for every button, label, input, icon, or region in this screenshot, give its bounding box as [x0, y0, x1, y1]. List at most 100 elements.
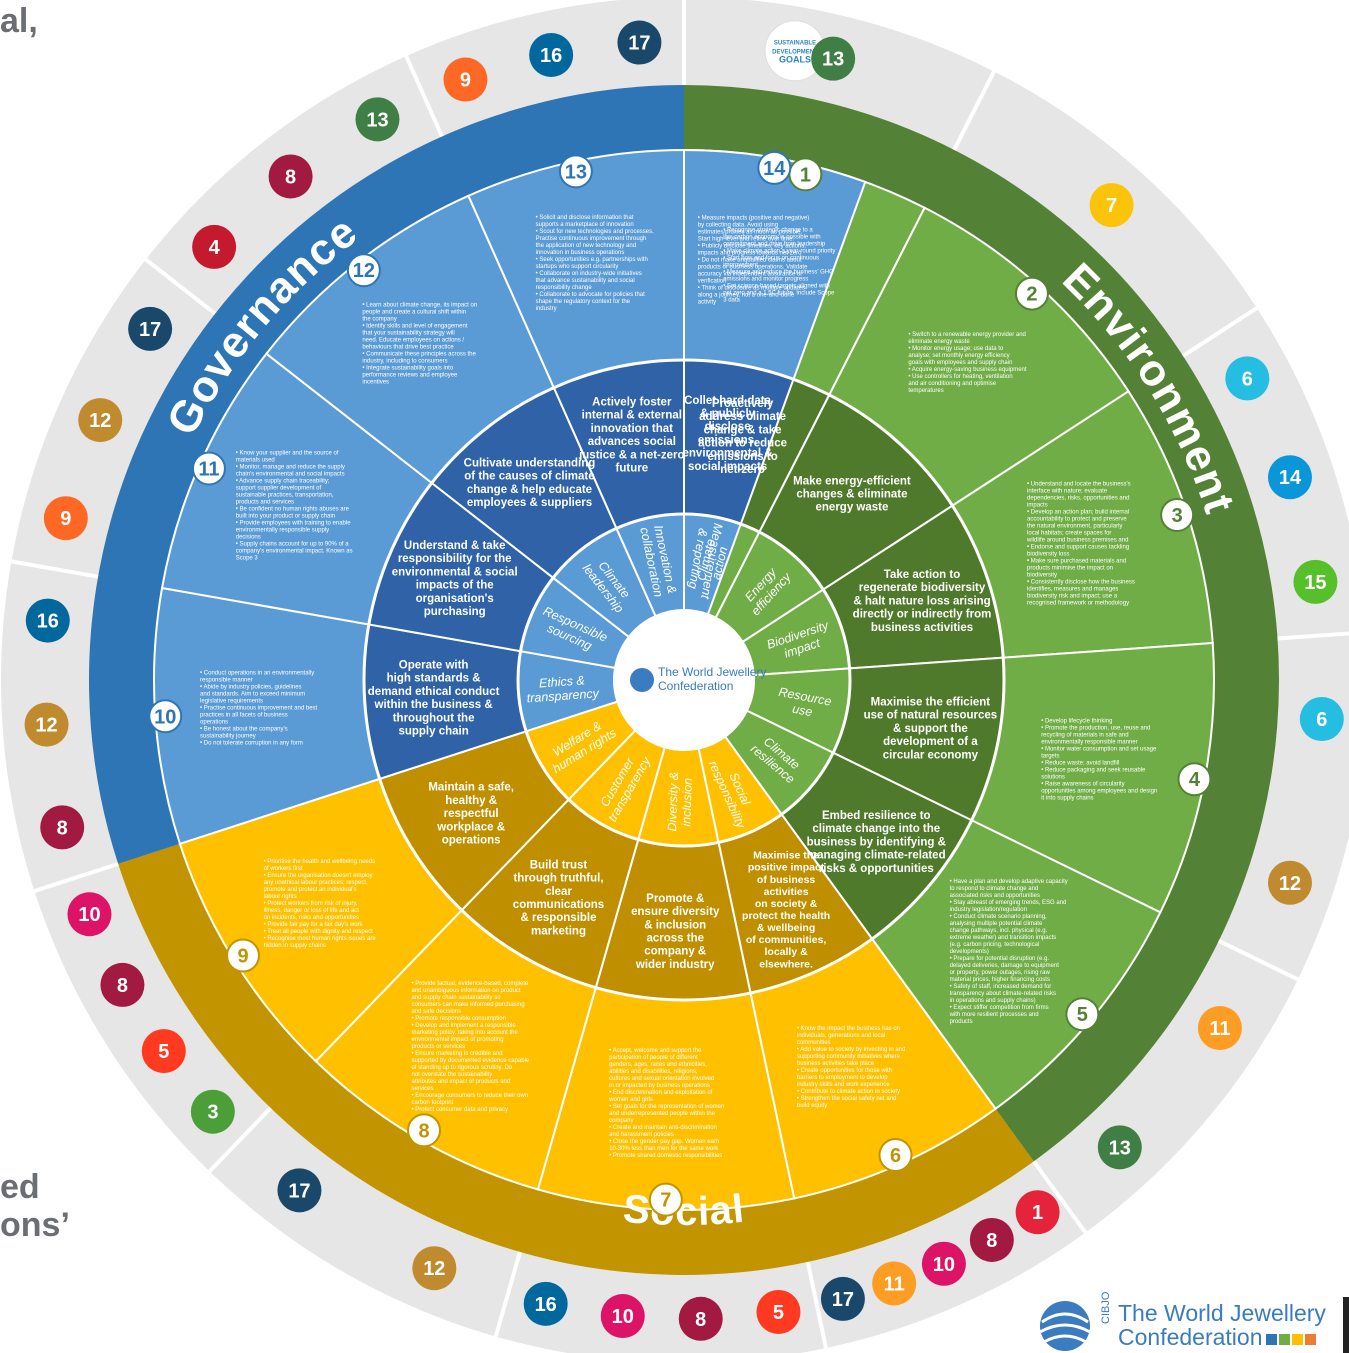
segment-number-14: 14: [763, 158, 786, 180]
sdg-goal-number: 17: [139, 319, 161, 341]
sdg-goal-10-icon: [600, 1294, 645, 1339]
sdg-goal-number: 17: [288, 1180, 310, 1202]
segment-number-badge: [191, 451, 226, 486]
ring-divider: [952, 70, 996, 151]
ring-divider: [1032, 1160, 1088, 1234]
detail-text-13: • Solicit and disclose information that …: [536, 215, 656, 312]
sdg-goal-number: 1: [1032, 1202, 1043, 1224]
sdg-goal-number: 9: [460, 70, 471, 92]
sdg-goal-8-icon: [100, 962, 145, 1007]
sdg-goal-14-icon: [1267, 455, 1312, 500]
segment-number-11: 11: [198, 458, 219, 480]
sdg-goal-1-icon: [1015, 1190, 1060, 1235]
sdg-goal-number: 8: [117, 975, 128, 997]
core-label-10: Ethics &transparency: [525, 672, 600, 705]
sdg-goal-number: 13: [366, 109, 388, 131]
sdg-goal-10-icon: [67, 892, 112, 937]
ring-divider: [404, 55, 444, 138]
sdg-goal-11-icon: [1197, 1006, 1242, 1051]
ring-divider: [33, 861, 119, 893]
sdg-goal-16-icon: [523, 1281, 568, 1326]
center-logo-disc: [614, 610, 754, 750]
ring-boundary: [516, 512, 852, 848]
sdg-goal-number: 12: [423, 1258, 445, 1280]
sdg-goal-number: 13: [822, 49, 844, 71]
side-text-bottom-2: ons’: [0, 1206, 70, 1244]
sdg-goal-number: 4: [209, 237, 221, 259]
sdg-goal-10-icon: [921, 1241, 966, 1286]
detail-text-5: • Have a plan and develop adaptive capac…: [949, 879, 1070, 1025]
sdg-goal-17-icon: [820, 1276, 865, 1321]
segment-number-1: 1: [800, 164, 811, 186]
sdg-goal-12-icon: [24, 702, 69, 747]
segment-number-7: 7: [660, 1190, 671, 1212]
segment-number-badge: [558, 154, 593, 189]
sdg-goal-number: 15: [1304, 572, 1326, 594]
ring-divider: [1181, 306, 1258, 358]
sdg-goal-8-icon: [969, 1217, 1014, 1262]
sdg-goal-3-icon: [190, 1089, 235, 1134]
sdg-goal-number: 17: [832, 1289, 854, 1311]
sdg-goal-number: 16: [37, 611, 59, 633]
sdg-goal-9-icon: [43, 496, 88, 541]
logo-color-bars: [1266, 1332, 1318, 1350]
globe-icon: [630, 668, 654, 692]
title-band-social: [118, 843, 1034, 1275]
sdg-goal-5-icon: [756, 1289, 801, 1334]
sdg-logo-line-1: SUSTAINABLE: [774, 41, 816, 47]
logo-small-text: CIBJO: [1100, 1291, 1112, 1324]
segment-number-2: 2: [1026, 284, 1037, 306]
globe-icon: [1039, 1301, 1091, 1351]
sdg-goal-17-icon: [617, 20, 662, 65]
detail-text-7: • Accept, welcome and support the partic…: [608, 1048, 726, 1159]
segment-number-badge: [1014, 276, 1049, 311]
ring-divider: [11, 559, 99, 579]
sdg-goal-7-icon: [1089, 183, 1134, 228]
sdg-goal-number: 17: [628, 33, 650, 55]
sdg-goal-number: 7: [1106, 195, 1117, 217]
detail-text-10: • Conduct operations in an environmental…: [200, 671, 319, 747]
sdg-goal-13-icon: [355, 97, 400, 142]
sdg-goal-number: 8: [986, 1230, 997, 1252]
sdg-goal-number: 10: [612, 1306, 634, 1328]
ring-boundary: [362, 358, 1006, 1002]
sdg-goal-number: 11: [1209, 1018, 1230, 1040]
detail-text-4: • Develop lifecycle thinking • Promote t…: [1041, 719, 1159, 802]
sdg-goal-number: 9: [60, 508, 71, 530]
side-text-bottom-1: ed: [0, 1168, 40, 1206]
center-line-1: The World Jewellery: [658, 665, 766, 679]
sdg-logo-line-3: GOALS: [779, 55, 811, 65]
side-text-top: al,: [0, 2, 38, 40]
sdg-goal-4-icon: [192, 224, 237, 269]
segment-number-badge: [346, 253, 381, 288]
ring-divider: [805, 1261, 828, 1349]
sdg-goal-13-icon: [1097, 1125, 1142, 1170]
sdg-goal-number: 11: [884, 1273, 905, 1295]
segment-number-12: 12: [353, 260, 375, 282]
ring-divider: [1217, 939, 1299, 982]
segment-number-badge: [1177, 762, 1212, 797]
sdg-goal-number: 13: [1109, 1137, 1131, 1159]
sdg-goal-6-icon: [1299, 697, 1344, 742]
segment-number-badge: [878, 1138, 913, 1173]
detail-text-1: • Recognise strategic change to a low-ca…: [723, 228, 837, 304]
segment-number-badge: [148, 699, 183, 734]
segment-number-4: 4: [1189, 769, 1201, 791]
footer-logo: CIBJO The World Jewellery Confederation: [1032, 1292, 1332, 1352]
sdg-goal-17-icon: [277, 1168, 322, 1213]
sdg-goal-12-icon: [1267, 860, 1312, 905]
sdg-goal-16-icon: [25, 598, 70, 643]
segment-number-6: 6: [890, 1145, 901, 1167]
segment-number-badge: [648, 1182, 683, 1217]
sdg-goal-number: 16: [540, 45, 562, 67]
